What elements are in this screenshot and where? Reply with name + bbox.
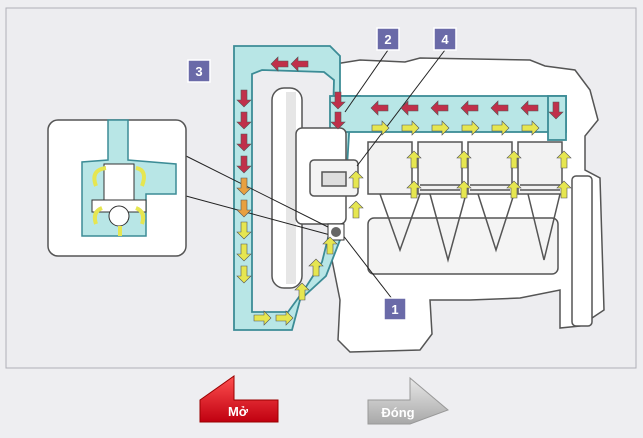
callout-4-label: 4 (441, 32, 449, 47)
flow-arrow (253, 310, 272, 326)
callout-1-label: 1 (391, 302, 398, 317)
fan-radiator (271, 87, 359, 289)
flow-arrow (456, 150, 472, 169)
flow-arrow (236, 243, 252, 262)
flow-arrow (548, 101, 564, 120)
flow-arrow (520, 100, 539, 116)
flow-arrow (236, 221, 252, 240)
flow-arrows (236, 56, 572, 326)
flow-arrow (371, 120, 390, 136)
flow-arrow (556, 180, 572, 199)
flow-arrow (506, 180, 522, 199)
open-button-label: Mở (228, 404, 249, 419)
open-button[interactable]: Mở (199, 375, 279, 423)
flow-arrow (490, 100, 509, 116)
flow-arrow (348, 200, 364, 219)
callout-2: 2 (376, 27, 400, 51)
flow-arrow (401, 120, 420, 136)
flow-arrow (236, 89, 252, 108)
flow-arrow (406, 150, 422, 169)
flow-arrow (370, 100, 389, 116)
flow-arrow (406, 180, 422, 199)
flow-arrow (270, 56, 289, 72)
flow-arrow (236, 155, 252, 174)
callout-3: 3 (187, 59, 211, 83)
flow-arrow (236, 199, 252, 218)
callout-4: 4 (433, 27, 457, 51)
callout-3-label: 3 (195, 64, 202, 79)
flow-arrow (461, 120, 480, 136)
thermostat-inset (47, 119, 187, 257)
flow-arrow (322, 236, 338, 255)
flow-arrow (431, 120, 450, 136)
flow-arrow (456, 180, 472, 199)
flow-arrow (308, 258, 324, 277)
flow-arrow (521, 120, 540, 136)
flow-arrow (491, 120, 510, 136)
flow-arrow (330, 111, 346, 130)
flow-arrow (236, 177, 252, 196)
thermostat (327, 223, 345, 241)
flow-arrow (506, 150, 522, 169)
close-button[interactable]: Đóng (367, 376, 449, 425)
flow-arrow (275, 310, 294, 326)
flow-arrow (236, 265, 252, 284)
flow-arrow (400, 100, 419, 116)
flow-arrow (236, 111, 252, 130)
close-button-label: Đóng (381, 405, 414, 420)
callout-1: 1 (383, 297, 407, 321)
flow-arrow (236, 133, 252, 152)
flow-arrow (460, 100, 479, 116)
flow-arrow (348, 170, 364, 189)
flow-arrow (290, 56, 309, 72)
flow-arrow (294, 282, 310, 301)
flow-arrow (430, 100, 449, 116)
flow-arrow (330, 91, 346, 110)
flow-arrow (556, 150, 572, 169)
callout-2-label: 2 (384, 32, 391, 47)
